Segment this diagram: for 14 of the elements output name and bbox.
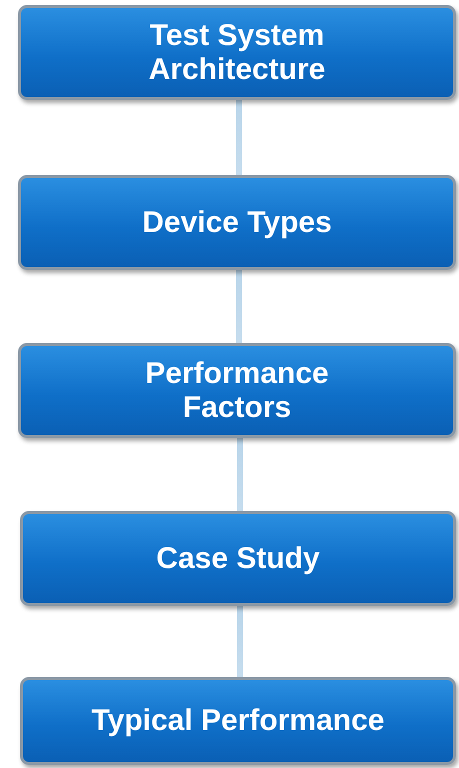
- topic-box: [18, 5, 456, 100]
- topic-label: Case Study: [156, 542, 320, 576]
- topic-label: Device Types: [142, 206, 332, 240]
- topic-label: Test System Architecture: [148, 18, 326, 86]
- connector-line: [236, 270, 242, 343]
- topic-box: [20, 677, 456, 765]
- topic-box: [20, 511, 456, 606]
- connector-line: [237, 438, 243, 511]
- topic-label: Performance Factors: [144, 356, 330, 424]
- topic-box: [18, 343, 456, 438]
- topic-box: [18, 175, 456, 270]
- connector-line: [236, 100, 242, 175]
- topic-label: Typical Performance: [92, 704, 384, 738]
- connector-line: [237, 606, 243, 677]
